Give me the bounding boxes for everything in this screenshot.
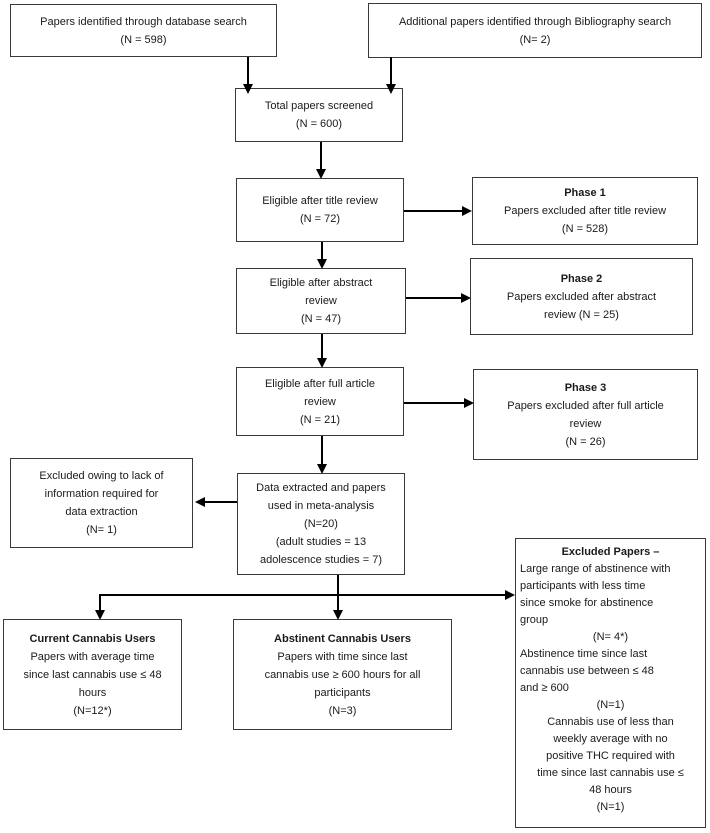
box-phase1-excluded: Phase 1 Papers excluded after title revi… xyxy=(472,177,698,245)
box-text-line: Excluded owing to lack of xyxy=(39,470,164,482)
box-text-line: (adult studies = 13 xyxy=(275,536,367,548)
box-title-line: Phase 1 xyxy=(564,187,606,199)
box-text-line: group xyxy=(520,614,549,626)
arrow-branch-to-current-users-head xyxy=(94,610,105,620)
box-title-line: Abstinent Cannabis Users xyxy=(274,632,411,645)
box-text-line: Papers excluded after title review xyxy=(503,205,667,217)
box-text-line: Eligible after abstract xyxy=(269,277,373,289)
box-title-line: Current Cannabis Users xyxy=(29,632,156,645)
arrow-full-article-to-data-extracted-head xyxy=(316,464,327,474)
box-title-line: Excluded Papers – xyxy=(561,546,660,558)
box-text-line: (N = 72) xyxy=(299,213,341,225)
box-text-line: 48 hours xyxy=(589,784,632,796)
box-text-line: participants xyxy=(314,686,371,699)
box-text-line: information required for xyxy=(44,488,159,500)
box-text-line: (N = 600) xyxy=(295,118,343,130)
box-text-line: Papers excluded after abstract xyxy=(506,290,657,303)
box-text-line: cannabis use ≥ 600 hours for all xyxy=(264,668,421,681)
box-phase3-excluded: Phase 3 Papers excluded after full artic… xyxy=(473,369,698,460)
box-database-search: Papers identified through database searc… xyxy=(10,4,277,57)
arrow-total-to-title-review-head xyxy=(315,169,326,179)
box-current-cannabis-users: Current Cannabis Users Papers with avera… xyxy=(3,619,182,730)
box-text-line: Cannabis use of less than xyxy=(547,716,674,728)
box-bibliography-search: Additional papers identified through Bib… xyxy=(368,3,702,58)
box-excluded-data-extraction: Excluded owing to lack of information re… xyxy=(10,458,193,548)
arrow-full-article-to-phase3-head xyxy=(464,397,474,408)
box-title-line: Phase 2 xyxy=(560,272,603,285)
box-title-review: Eligible after title review (N = 72) xyxy=(236,178,404,242)
arrow-title-review-to-phase1-head xyxy=(462,205,472,216)
box-text-line: Papers with average time xyxy=(30,650,155,663)
arrow-data-extracted-to-excluded-line xyxy=(205,500,237,504)
box-excluded-papers: Excluded Papers – Large range of abstine… xyxy=(515,538,706,828)
box-text-line: Eligible after title review xyxy=(262,195,378,207)
arrow-abstract-to-full-article-head xyxy=(316,358,327,368)
box-text-line: adolescence studies = 7) xyxy=(260,554,382,566)
box-text-line: (N= 1) xyxy=(86,524,117,536)
arrow-abstract-to-full-article-line xyxy=(320,334,324,358)
box-text-line: (N=1) xyxy=(596,801,625,813)
arrow-branch-to-current-users-line xyxy=(98,594,102,610)
arrow-title-to-abstract-head xyxy=(316,259,327,269)
box-text-line: (N = 528) xyxy=(561,223,609,235)
box-abstinent-cannabis-users: Abstinent Cannabis Users Papers with tim… xyxy=(233,619,452,730)
box-text-line: Abstinence time since last xyxy=(520,648,648,660)
box-text-line: review (N = 25) xyxy=(544,308,619,321)
box-text-line: (N = 21) xyxy=(299,413,341,426)
arrow-total-to-title-review-line xyxy=(319,142,323,169)
box-abstract-review: Eligible after abstract review (N = 47) xyxy=(236,268,406,334)
box-text-line: Additional papers identified through Bib… xyxy=(398,15,672,28)
box-text-line: hours xyxy=(78,686,107,699)
box-title-line: Phase 3 xyxy=(564,381,607,394)
box-data-extracted: Data extracted and papers used in meta-a… xyxy=(237,473,405,575)
box-text-line: (N=1) xyxy=(596,699,625,711)
box-text-line: (N = 47) xyxy=(300,313,342,325)
box-text-line: (N = 598) xyxy=(120,33,167,46)
box-text-line: and ≥ 600 xyxy=(520,682,569,694)
arrow-data-extracted-to-excluded-head xyxy=(195,496,205,507)
box-text-line: Papers excluded after full article xyxy=(507,399,664,412)
box-text-line: Eligible after full article xyxy=(264,377,376,390)
box-text-line: review xyxy=(304,395,336,408)
arrow-data-extracted-to-abstinent-line xyxy=(336,575,340,610)
arrow-branch-to-excluded-papers-line xyxy=(100,593,505,597)
box-text-line: since smoke for abstinence xyxy=(520,597,654,609)
box-text-line: Total papers screened xyxy=(264,100,374,112)
box-text-line: Large range of abstinence with xyxy=(520,563,671,575)
box-text-line: (N=12*) xyxy=(73,704,112,717)
box-text-line: since last cannabis use ≤ 48 xyxy=(23,668,162,681)
box-phase2-excluded: Phase 2 Papers excluded after abstract r… xyxy=(470,258,693,335)
box-text-line: time since last cannabis use ≤ xyxy=(537,767,684,779)
box-text-line: (N=3) xyxy=(328,704,357,717)
arrow-title-review-to-phase1-line xyxy=(404,209,462,213)
box-text-line: cannabis use between ≤ 48 xyxy=(520,665,654,677)
arrow-title-to-abstract-line xyxy=(320,242,324,259)
arrow-bibliography-to-total-head xyxy=(385,84,396,94)
box-total-screened: Total papers screened (N = 600) xyxy=(235,88,403,142)
arrow-abstract-to-phase2-line xyxy=(406,296,461,300)
box-text-line: Papers identified through database searc… xyxy=(40,15,247,28)
box-text-line: review xyxy=(569,417,602,430)
box-text-line: review xyxy=(305,295,337,307)
box-full-article-review: Eligible after full article review (N = … xyxy=(236,367,404,436)
arrow-branch-to-excluded-papers-head xyxy=(505,589,515,600)
arrow-bibliography-to-total-line xyxy=(389,57,393,84)
box-text-line: weekly average with no xyxy=(553,733,668,745)
box-text-line: data extraction xyxy=(65,506,138,518)
arrow-data-extracted-to-abstinent-head xyxy=(332,610,343,620)
box-text-line: (N=20) xyxy=(304,518,338,530)
box-text-line: used in meta-analysis xyxy=(267,500,375,512)
box-text-line: positive THC required with xyxy=(546,750,675,762)
box-text-line: Papers with time since last xyxy=(277,650,408,663)
box-text-line: Data extracted and papers xyxy=(256,482,386,494)
arrow-abstract-to-phase2-head xyxy=(461,292,471,303)
box-text-line: (N= 2) xyxy=(519,33,551,46)
arrow-database-to-total-line xyxy=(246,57,250,84)
box-text-line: (N = 26) xyxy=(565,435,606,448)
arrow-full-article-to-data-extracted-line xyxy=(320,436,324,464)
arrow-full-article-to-phase3-line xyxy=(404,401,464,405)
box-text-line: (N= 4*) xyxy=(592,631,629,643)
box-text-line: participants with less time xyxy=(520,580,646,592)
arrow-database-to-total-head xyxy=(242,84,253,94)
